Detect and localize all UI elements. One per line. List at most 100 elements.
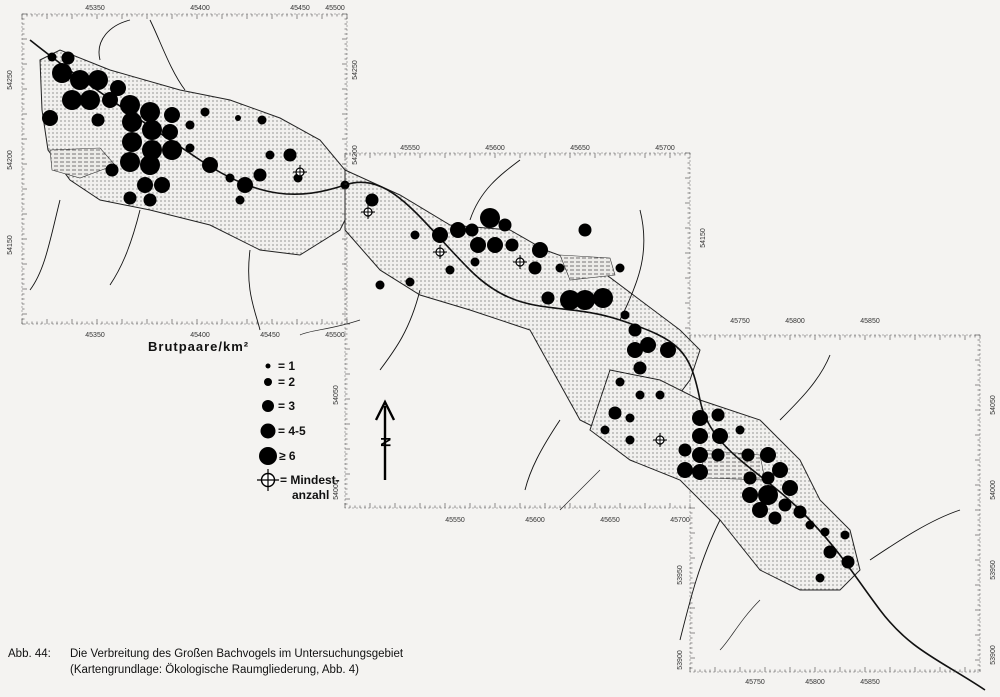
grid-coordinate-label: 45450: [260, 332, 280, 339]
density-marker: [841, 555, 855, 569]
grid-coordinate-label: 45400: [190, 5, 210, 12]
density-marker: [122, 112, 142, 132]
density-marker: [237, 177, 253, 193]
grid-coordinate-label: 53900: [990, 645, 997, 665]
density-marker: [711, 448, 725, 462]
density-marker: [102, 92, 118, 108]
density-marker: [225, 173, 235, 183]
density-marker: [140, 155, 160, 175]
density-marker: [105, 163, 119, 177]
density-marker: [778, 498, 792, 512]
density-marker: [608, 406, 622, 420]
density-marker: [627, 342, 643, 358]
grid-coordinate-label: 45750: [745, 679, 765, 686]
river-branch-1: [98, 19, 961, 561]
grid-coordinate-label: 45750: [730, 318, 750, 325]
density-marker: [620, 310, 630, 320]
density-marker: [110, 80, 126, 96]
density-marker: [742, 487, 758, 503]
legend-title: Brutpaare/km²: [148, 339, 250, 354]
caption-number: Abb. 44:: [8, 648, 51, 660]
legend-label-2: = 2: [278, 375, 296, 389]
density-marker: [52, 63, 72, 83]
density-marker: [711, 408, 725, 422]
minimum-count-marker: [433, 245, 447, 259]
density-marker: [655, 390, 665, 400]
north-arrow: N: [374, 399, 396, 480]
density-marker: [593, 288, 613, 308]
legend-dot-1: [265, 363, 271, 369]
density-marker: [257, 115, 267, 125]
density-marker: [752, 502, 768, 518]
density-marker: [140, 102, 160, 122]
density-marker: [692, 428, 708, 444]
density-marker: [741, 448, 755, 462]
grid-coordinate-label: 54150: [700, 228, 707, 248]
density-marker: [532, 242, 548, 258]
density-marker: [628, 323, 642, 337]
density-marker: [555, 263, 565, 273]
density-marker: [505, 238, 519, 252]
map-panel-center: [344, 152, 691, 509]
density-marker: [61, 51, 75, 65]
minimum-count-marker: [513, 255, 527, 269]
grid-coordinate-label: 45550: [445, 517, 465, 524]
density-marker: [62, 90, 82, 110]
coordinate-ticks: [21, 13, 981, 672]
density-marker: [528, 261, 542, 275]
grid-coordinate-label: 53950: [990, 560, 997, 580]
grid-coordinate-label: 45350: [85, 332, 105, 339]
density-marker: [42, 110, 58, 126]
grid-coordinate-label: 45800: [805, 679, 825, 686]
density-marker: [560, 290, 580, 310]
density-marker: [120, 95, 140, 115]
grid-coordinate-label: 54250: [7, 70, 14, 90]
density-marker: [137, 177, 153, 193]
density-marker: [660, 342, 676, 358]
minimum-count-marker: [293, 165, 307, 179]
density-marker: [450, 222, 466, 238]
density-marker: [840, 530, 850, 540]
grid-coordinate-label: 45700: [655, 145, 675, 152]
density-marker: [142, 120, 162, 140]
legend-label-6: = Mindest-: [280, 473, 340, 487]
density-marker: [470, 237, 486, 253]
density-marker: [823, 545, 837, 559]
density-marker: [410, 230, 420, 240]
density-marker: [615, 263, 625, 273]
density-marker: [235, 115, 241, 121]
density-marker: [445, 265, 455, 275]
density-marker: [678, 443, 692, 457]
density-marker: [761, 471, 775, 485]
grid-coordinate-label: 54200: [352, 145, 359, 165]
minimum-count-marker: [361, 205, 375, 219]
density-marker: [677, 462, 693, 478]
grid-coordinate-label: 54050: [333, 385, 340, 405]
density-marker: [768, 511, 782, 525]
density-marker: [253, 168, 267, 182]
grid-coordinate-label: 45700: [670, 517, 690, 524]
grid-coordinate-label: 45850: [860, 679, 880, 686]
density-marker: [340, 180, 350, 190]
density-marker: [122, 132, 142, 152]
grid-coordinate-label: 54150: [7, 235, 14, 255]
wetland-hatch-1: [49, 147, 116, 179]
legend-dot-3: [262, 400, 274, 412]
density-marker: [143, 193, 157, 207]
density-marker: [615, 377, 625, 387]
density-marker: [541, 291, 555, 305]
density-marker: [793, 505, 807, 519]
density-marker: [375, 280, 385, 290]
density-marker: [283, 148, 297, 162]
density-marker: [265, 150, 275, 160]
grid-coordinate-label: 45500: [325, 332, 345, 339]
legend-label-3: = 3: [278, 399, 296, 413]
density-marker: [70, 70, 90, 90]
north-arrow-label: N: [378, 437, 394, 447]
legend-symbols: [257, 363, 279, 491]
legend-dot-5: [259, 447, 277, 465]
legend-label-5: ≥ 6: [279, 449, 296, 463]
density-marker: [625, 435, 635, 445]
